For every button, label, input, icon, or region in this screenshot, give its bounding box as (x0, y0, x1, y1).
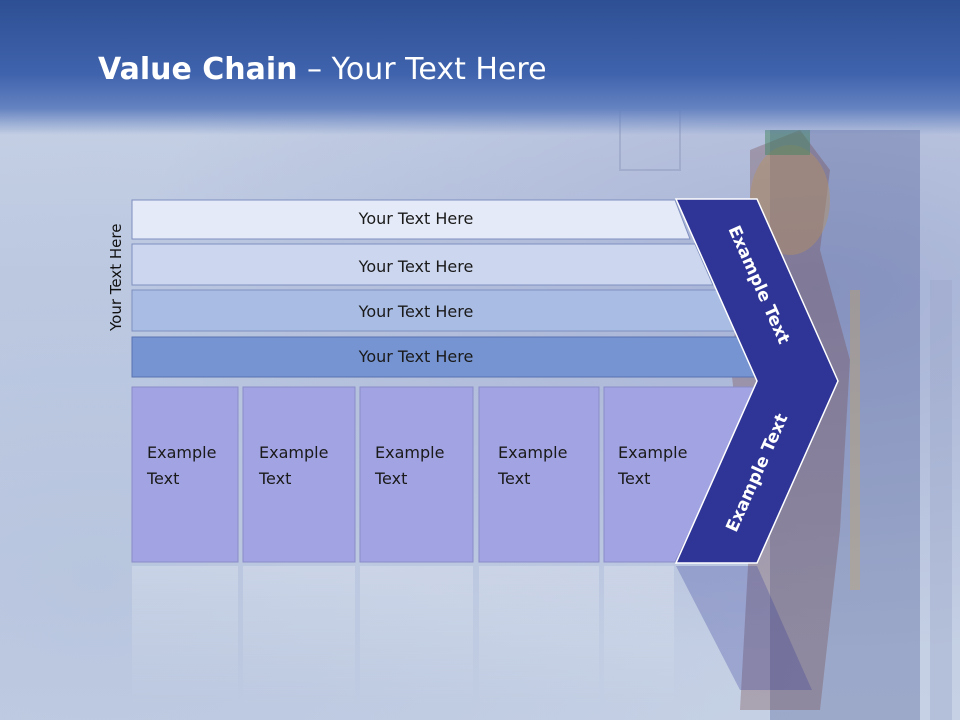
activity-box-1-line2: Text (146, 469, 179, 488)
activity-box-1 (131, 386, 239, 563)
activity-box-4-line2: Text (497, 469, 530, 488)
activity-box-5 (603, 386, 761, 563)
activity-box-5-line1: Example (618, 443, 687, 462)
support-bar-2-label: Your Text Here (358, 257, 474, 276)
support-bars: Your Text Here Your Text Here Your Text … (131, 199, 764, 378)
support-bar-4-label: Your Text Here (358, 347, 474, 366)
chevron-shape (674, 198, 839, 564)
activity-box-5-line2: Text (617, 469, 650, 488)
support-bar-2 (131, 243, 714, 286)
activity-box-2 (242, 386, 356, 563)
activity-box-4 (478, 386, 600, 563)
header-band (0, 0, 960, 135)
support-bar-3-label: Your Text Here (358, 302, 474, 321)
support-bar-1 (131, 199, 691, 240)
activity-box-4-line1: Example (498, 443, 567, 462)
slide-title-bold: Value Chain (98, 52, 298, 87)
activity-box-2-line2: Text (258, 469, 291, 488)
activity-box-3 (359, 386, 474, 563)
diagram-reflection (132, 566, 812, 706)
activity-box-2-line1: Example (259, 443, 328, 462)
slide-title: Value Chain – Your Text Here (98, 52, 547, 87)
activity-box-1-line1: Example (147, 443, 216, 462)
margin-chevron: Example Text Example Text (674, 198, 839, 564)
activity-box-3-line1: Example (375, 443, 444, 462)
support-bar-1-label: Your Text Here (358, 209, 474, 228)
activity-box-3-line2: Text (374, 469, 407, 488)
slide-title-rest: – Your Text Here (297, 52, 547, 87)
primary-activity-boxes: Example Text Example Text Example Text E… (131, 386, 761, 563)
